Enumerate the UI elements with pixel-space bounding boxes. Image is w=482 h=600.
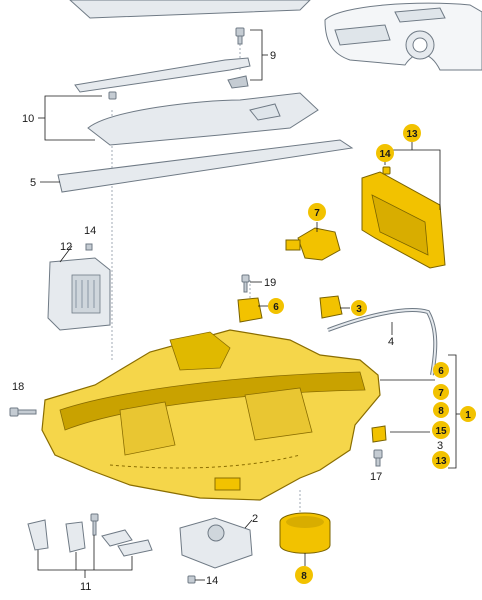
callout-7-upper: 7 xyxy=(314,208,320,219)
callout-19: 19 xyxy=(264,277,276,289)
part-10-cover-panel xyxy=(87,91,319,146)
callout-14-left: 14 xyxy=(84,225,96,237)
callout-2: 2 xyxy=(252,513,258,525)
callout-3-right: 3 xyxy=(437,440,443,452)
badge-7-top: 7 xyxy=(308,203,326,221)
callout-list-right: 6 7 8 15 3 13 1 xyxy=(432,362,476,469)
callout-5: 5 xyxy=(30,177,36,189)
part-17-bolt xyxy=(373,449,383,467)
callout-15: 15 xyxy=(435,426,447,437)
callout-11: 11 xyxy=(80,581,91,593)
callout-12: 12 xyxy=(60,241,72,253)
leader-12 xyxy=(59,245,73,263)
part-4-seal-strip xyxy=(327,308,438,376)
part-3-socket xyxy=(319,295,343,319)
badge-6-upper: 6 xyxy=(268,298,284,314)
part-9-bracket-strip xyxy=(74,27,251,93)
callout-17: 17 xyxy=(370,471,382,483)
part-2-ballast-unit xyxy=(179,517,253,584)
part-12-control-module xyxy=(47,243,111,331)
part-8-cover-cap xyxy=(279,512,331,554)
part-19-bolt xyxy=(241,274,250,293)
callout-13-right: 13 xyxy=(435,456,447,467)
callout-18: 18 xyxy=(12,381,24,393)
callout-bracket-1 xyxy=(380,354,462,469)
part-7-highlighted-connector xyxy=(285,227,341,261)
callout-8-bottom: 8 xyxy=(301,571,307,582)
part-15-clip xyxy=(371,425,387,443)
callout-7-right: 7 xyxy=(438,388,444,399)
callout-6-upper: 6 xyxy=(273,302,279,313)
callout-9: 9 xyxy=(270,50,276,62)
callout-14-bottom: 14 xyxy=(206,575,218,587)
part-5-trim-strip xyxy=(57,139,354,193)
badge-3-upper: 3 xyxy=(351,300,367,316)
leader-2 xyxy=(244,519,253,529)
callout-bracket-10 xyxy=(38,95,102,141)
badge-13-top: 13 xyxy=(403,124,421,142)
callout-13: 13 xyxy=(406,129,418,140)
callout-1: 1 xyxy=(465,410,471,421)
callout-bracket-11 xyxy=(37,535,133,578)
car-thumbnail xyxy=(324,2,482,71)
callout-8-right: 8 xyxy=(438,406,444,417)
part-11-mounting-clips xyxy=(27,513,153,557)
part-18-bolt xyxy=(9,407,37,417)
callout-14-upper: 14 xyxy=(379,149,391,160)
badge-14-top: 14 xyxy=(376,144,394,162)
badge-8-bottom: 8 xyxy=(295,566,313,584)
callout-bracket-9 xyxy=(250,29,268,81)
callout-4: 4 xyxy=(388,336,394,348)
callout-3-upper: 3 xyxy=(356,304,362,315)
callout-10: 10 xyxy=(22,113,34,125)
part-13-highlighted-bracket xyxy=(361,166,446,269)
part-6-socket xyxy=(237,297,263,323)
headlamp-assembly xyxy=(41,329,381,501)
top-cover-strip xyxy=(69,0,311,19)
callout-6-right: 6 xyxy=(438,366,444,377)
